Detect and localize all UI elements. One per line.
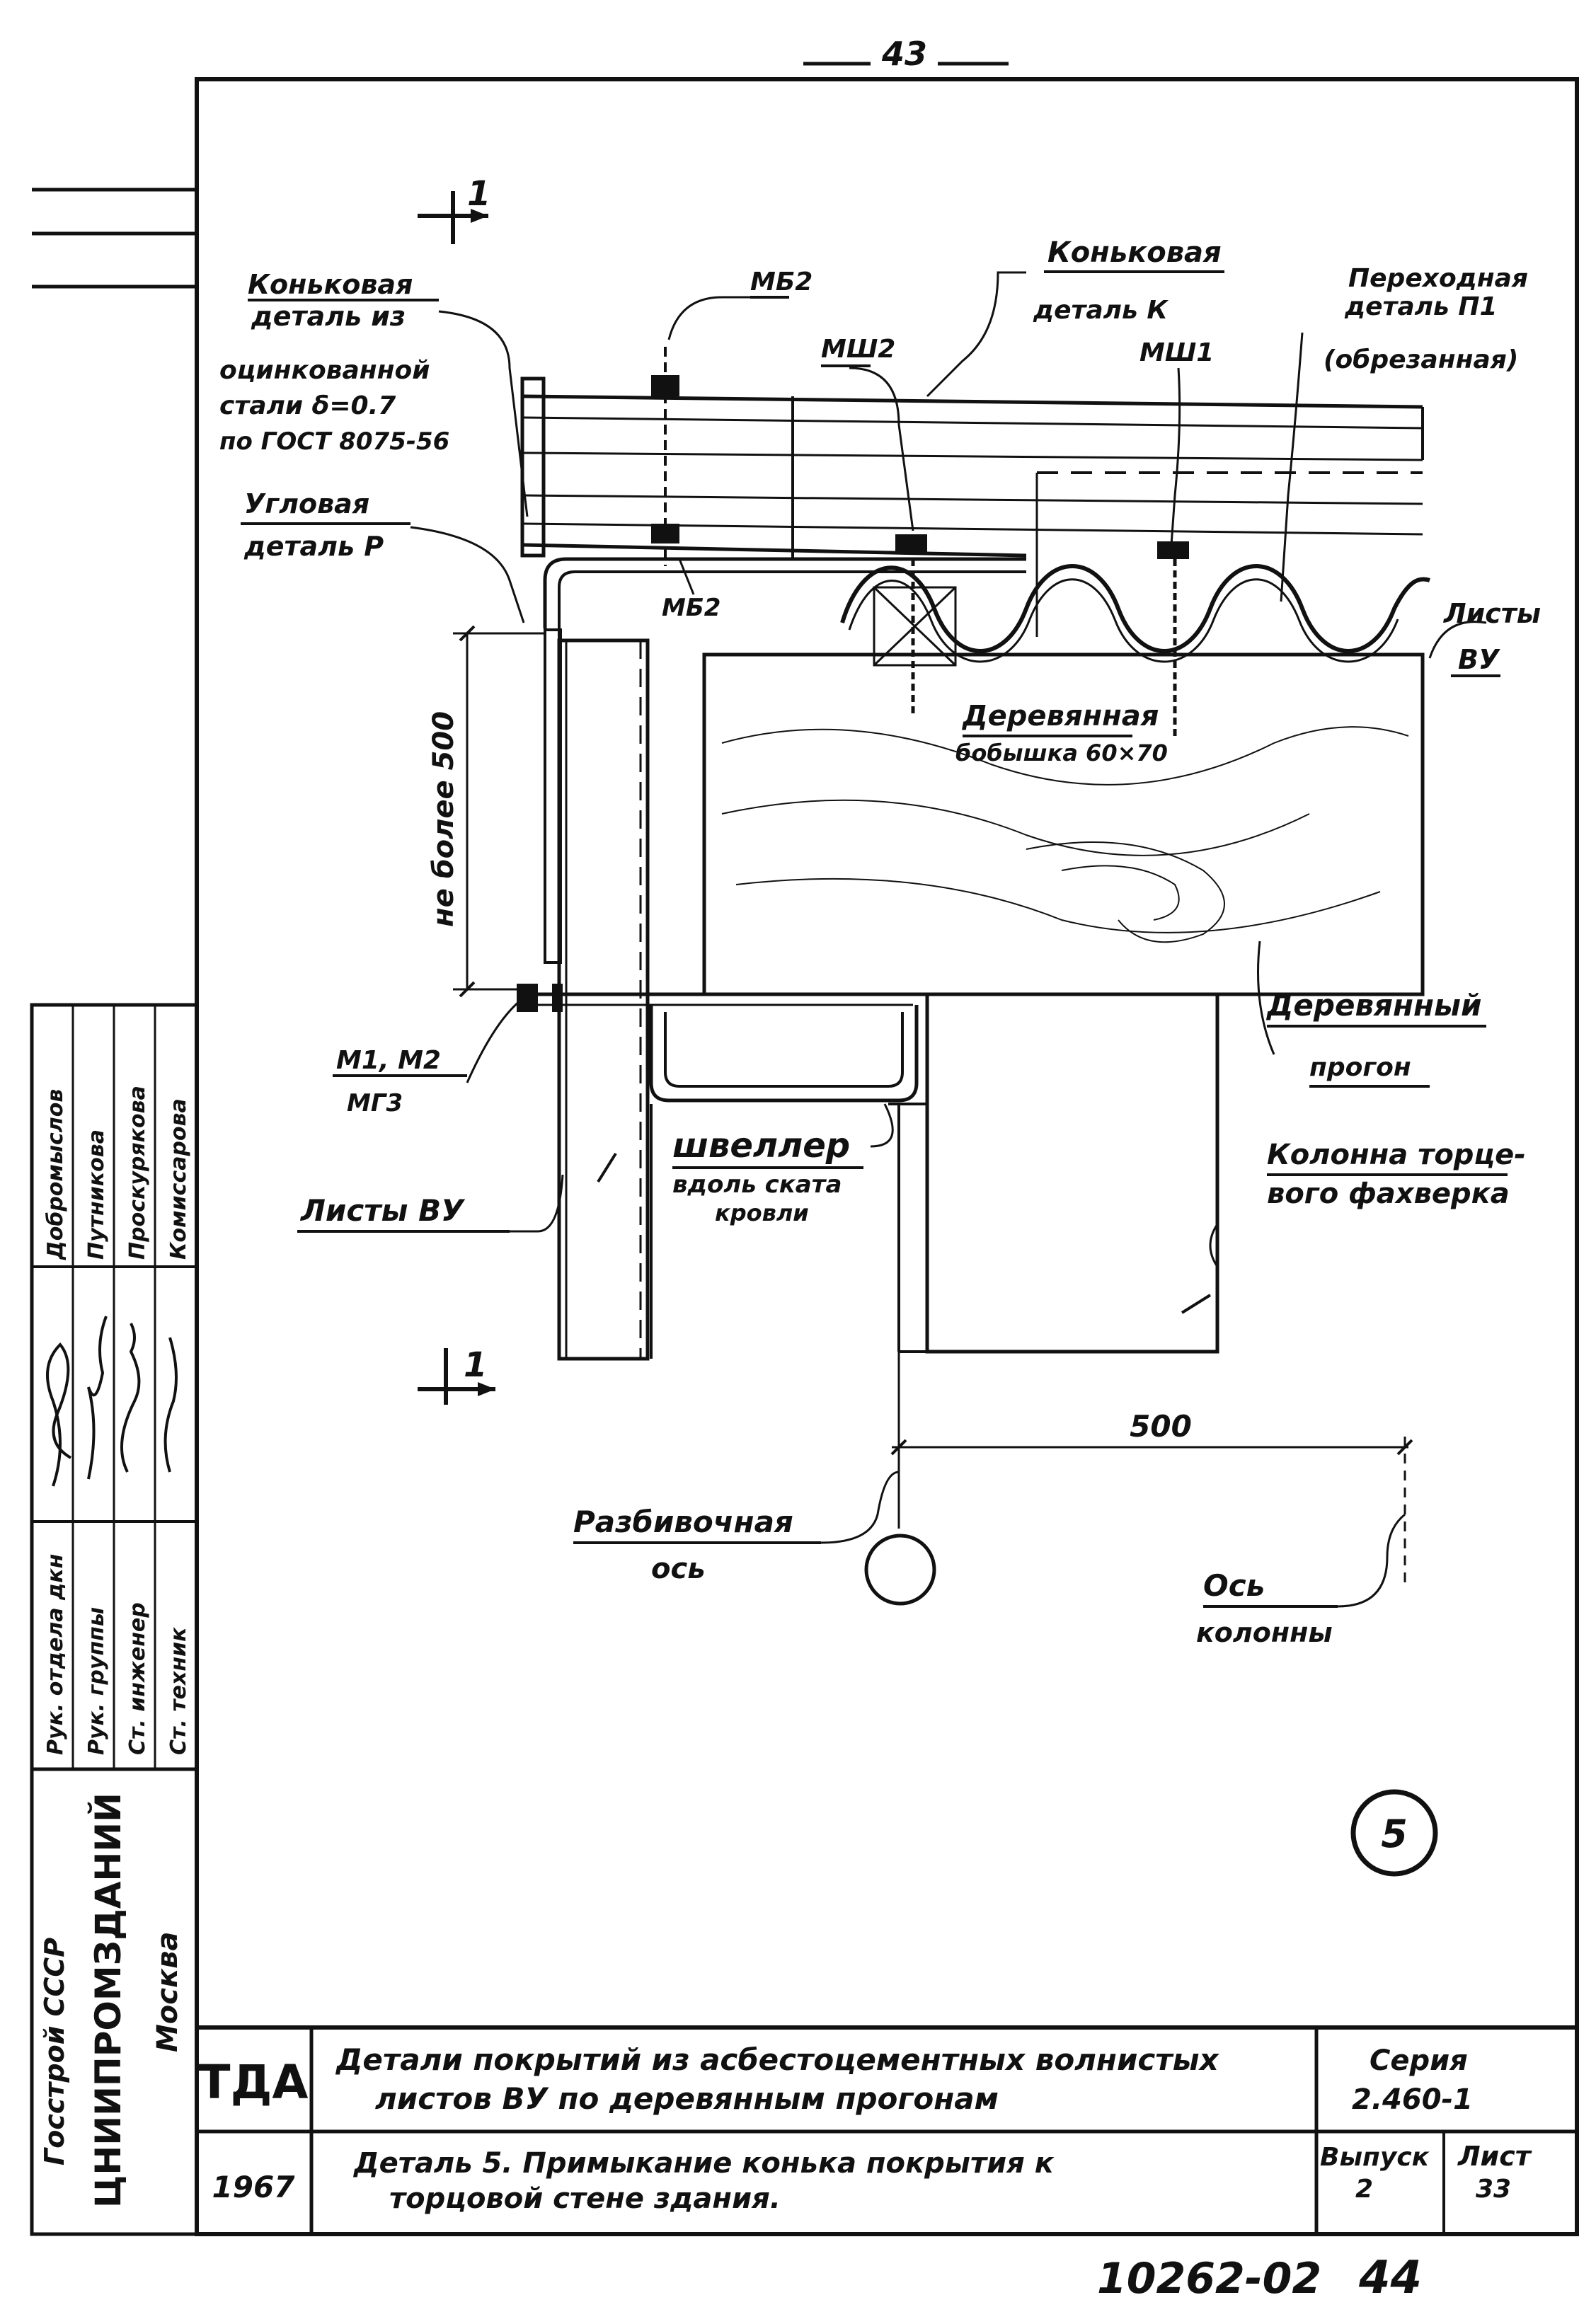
- label-mg3: МГ3: [347, 1089, 403, 1117]
- label-grid-axis-2: ось: [651, 1553, 705, 1585]
- label-sheets-vu-left: Листы ВУ: [299, 1193, 466, 1228]
- label-channel-1: швеллер: [672, 1126, 850, 1166]
- channel-and-column: [517, 984, 1219, 1359]
- wooden-block: [873, 559, 1177, 736]
- label-sheets-vu-right-1: Листы: [1443, 598, 1541, 629]
- stamp-name-3: Проскурякова: [125, 1086, 150, 1260]
- stamp-role-3: Ст. инженер: [125, 1602, 150, 1755]
- leader-lines: [410, 271, 1487, 1608]
- stamp-role-2: Рук. группы: [84, 1607, 109, 1755]
- grid-axis-bubble: [864, 1534, 936, 1606]
- label-col-axis-1: Ось: [1203, 1568, 1265, 1603]
- label-sheets-vu-right-2: ВУ: [1458, 644, 1500, 675]
- label-ridge-galv-3: оцинкованной: [219, 356, 430, 385]
- subtitle-line-2: торцовой стене здания.: [389, 2182, 781, 2215]
- label-channel-3: кровли: [715, 1200, 809, 1226]
- title-code: ТДА: [199, 2055, 309, 2110]
- dimension-horizontal-500: [890, 1345, 1413, 1585]
- label-column-2: вого фахверка: [1267, 1178, 1510, 1210]
- dim-500: 500: [1130, 1409, 1192, 1444]
- label-msh1: МШ1: [1139, 338, 1214, 367]
- subtitle-line-1: Деталь 5. Примыкание конька покрытия к: [352, 2147, 1055, 2180]
- label-wood-block-2: бобышка 60×70: [955, 740, 1168, 766]
- side-stamp: [30, 188, 199, 2236]
- label-transition-3: (обрезанная): [1324, 345, 1518, 374]
- msh2-nut: [895, 534, 927, 552]
- page-number: 43: [881, 35, 927, 73]
- label-mb2-top: МБ2: [750, 268, 813, 297]
- issue-value: 2: [1355, 2175, 1373, 2204]
- series-value: 2.460-1: [1352, 2083, 1473, 2116]
- label-corner-1: Угловая: [244, 488, 369, 519]
- label-channel-2: вдоль ската: [672, 1170, 842, 1199]
- label-transition-1: Переходная: [1348, 264, 1528, 293]
- msh1-nut: [1157, 541, 1189, 559]
- stamp-role-4: Ст. техник: [166, 1627, 191, 1755]
- label-ridge-galv-5: по ГОСТ 8075-56: [219, 427, 449, 456]
- wavy-sheet-inner: [848, 578, 1399, 663]
- sheet-label: Лист: [1457, 2141, 1532, 2172]
- label-col-axis-2: колонны: [1196, 1617, 1333, 1648]
- stamp-org-2: ЦНИИПРОМЗДАНИЙ: [87, 1793, 129, 2208]
- label-ridge-galv-4: стали δ=0.7: [219, 391, 396, 420]
- label-column-1: Колонна торце-: [1267, 1139, 1526, 1171]
- label-corner-2: деталь Р: [243, 531, 384, 562]
- sheet-value: 33: [1476, 2175, 1511, 2204]
- title-line-2: листов ВУ по деревянным прогонам: [375, 2081, 999, 2116]
- label-ridge-k-2: деталь К: [1033, 296, 1169, 325]
- label-grid-axis-1: Разбивочная: [573, 1505, 793, 1539]
- title-block: [197, 2025, 1577, 2234]
- section-mark-bottom-label: 1: [464, 1345, 487, 1385]
- dim-not-more-500: не более 500: [427, 711, 460, 927]
- corner-piece-and-wall-sheets: [543, 557, 1026, 1361]
- section-mark-bottom: [418, 1348, 495, 1405]
- dimension-vertical-500: [453, 625, 545, 998]
- footer-page: 44: [1358, 2252, 1422, 2304]
- detail-number-circle: [1350, 1789, 1438, 1877]
- footer-doc-number: 10262-02: [1097, 2254, 1321, 2303]
- stamp-org-3: Москва: [151, 1932, 184, 2052]
- label-wood-block-1: Деревянная: [961, 700, 1159, 732]
- stamp-org-1: Госстрой СССР: [39, 1938, 70, 2165]
- label-msh2: МШ2: [821, 335, 895, 364]
- label-m1-m2: М1, М2: [336, 1046, 441, 1075]
- issue-label: Выпуск: [1320, 2143, 1430, 2172]
- ridge-detail: [520, 347, 1424, 637]
- label-wood-purlin-2: прогон: [1309, 1053, 1411, 1082]
- title-line-1: Детали покрытий из асбестоцементных волн…: [335, 2042, 1220, 2077]
- label-ridge-galv-2: деталь из: [251, 301, 406, 332]
- label-mb2-bottom: МБ2: [662, 594, 721, 622]
- label-ridge-k-1: Коньковая: [1047, 236, 1222, 269]
- detail-number: 5: [1381, 1812, 1408, 1856]
- stamp-name-4: Комиссарова: [166, 1098, 191, 1260]
- wavy-sheet: [840, 564, 1430, 653]
- stamp-name-2: Путникова: [84, 1129, 109, 1260]
- label-transition-2: деталь П1: [1344, 292, 1498, 321]
- label-ridge-galv-1: Коньковая: [248, 269, 413, 300]
- section-mark-top: [418, 191, 488, 244]
- stamp-role-1: Рук. отдела дкн: [43, 1554, 68, 1755]
- series-label: Серия: [1370, 2044, 1468, 2077]
- label-wood-purlin-1: Деревянный: [1265, 988, 1481, 1023]
- label-underlines: [241, 270, 1508, 1608]
- stamp-name-1: Добромыслов: [43, 1089, 68, 1260]
- title-year: 1967: [212, 2170, 296, 2204]
- section-mark-top-label: 1: [467, 174, 490, 214]
